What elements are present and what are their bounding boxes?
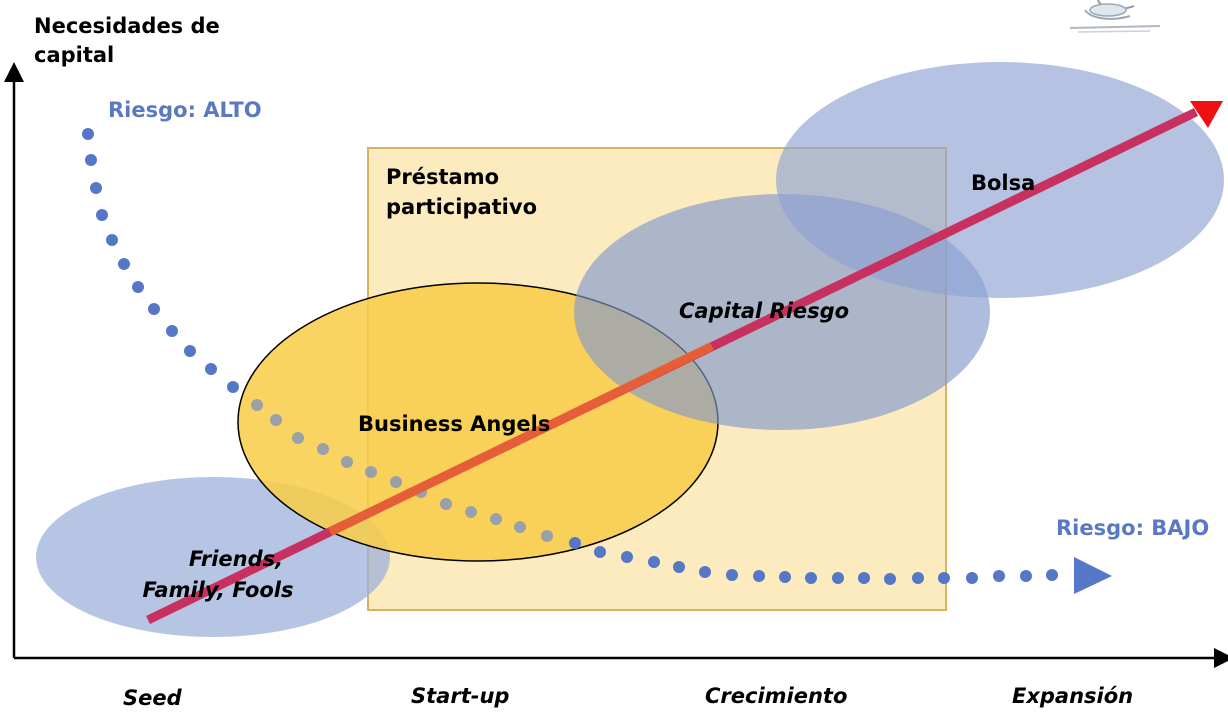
risk-curve-dot: [317, 443, 329, 455]
risk-curve-dot: [90, 182, 102, 194]
risk-curve-dot: [594, 546, 606, 558]
risk-curve-dot: [805, 572, 817, 584]
risk-curve-dot: [251, 399, 263, 411]
friends-family-fools-label: Friends, Family, Fools: [118, 544, 318, 606]
friends-label-line-2: Family, Fools: [142, 578, 294, 602]
risk-curve-dot: [673, 561, 685, 573]
risk-curve-dot: [753, 570, 765, 582]
prestamo-label-line-2: participativo: [386, 195, 537, 219]
risk-curve-dot: [292, 432, 304, 444]
risk-curve-dot: [1020, 570, 1032, 582]
stage-start-up: Start-up: [411, 684, 510, 708]
risk-curve-dot: [465, 506, 477, 518]
risk-curve-dot: [912, 572, 924, 584]
prestamo-label-line-1: Préstamo: [386, 165, 500, 189]
risk-high-label: Riesgo: ALTO: [108, 98, 262, 122]
stage-seed: Seed: [123, 686, 182, 710]
risk-curve-dot: [270, 414, 282, 426]
bolsa-label: Bolsa: [971, 171, 1036, 195]
growth-arrowhead-icon: [1190, 101, 1223, 128]
risk-curve-dot: [132, 281, 144, 293]
risk-curve-dot: [514, 521, 526, 533]
risk-curve-dot: [966, 572, 978, 584]
risk-curve-dot: [166, 325, 178, 337]
risk-curve-dot: [490, 513, 502, 525]
risk-curve-dot: [365, 466, 377, 478]
risk-curve-dot: [993, 570, 1005, 582]
risk-curve-dot: [1046, 569, 1058, 581]
risk-curve-dot: [779, 571, 791, 583]
risk-curve-dot: [440, 498, 452, 510]
risk-curve-dot: [648, 556, 660, 568]
capital-riesgo-label: Capital Riesgo: [679, 299, 850, 323]
business-angels-label: Business Angels: [358, 412, 551, 436]
risk-curve-dot: [184, 345, 196, 357]
y-axis-label-line-2: capital: [34, 43, 115, 67]
risk-curve-dot: [85, 154, 97, 166]
risk-curve-dot: [699, 566, 711, 578]
risk-low-label: Riesgo: BAJO: [1056, 516, 1210, 540]
y-axis-label-line-1: Necesidades de: [34, 14, 220, 38]
risk-curve-dot: [341, 456, 353, 468]
risk-curve-arrowhead-icon: [1074, 557, 1112, 594]
friends-label-line-1: Friends,: [188, 547, 284, 571]
risk-curve-dot: [884, 573, 896, 585]
bolsa-ellipse: [776, 62, 1224, 298]
risk-curve-dot: [205, 363, 217, 375]
risk-curve-dot: [390, 476, 402, 488]
risk-curve-dot: [858, 572, 870, 584]
risk-curve-dot: [106, 234, 118, 246]
risk-curve-dot: [96, 209, 108, 221]
risk-curve-dot: [227, 381, 239, 393]
stage-crecimiento: Crecimiento: [705, 684, 848, 708]
cartoon-figure-icon: [1069, 0, 1161, 33]
risk-curve-dot: [621, 551, 633, 563]
risk-curve-dot: [832, 572, 844, 584]
stage-expansion: Expansión: [1012, 684, 1134, 708]
risk-curve-dot: [118, 258, 130, 270]
risk-curve-dot: [541, 530, 553, 542]
y-axis-label: Necesidades de capital: [34, 12, 220, 70]
risk-curve-dot: [148, 303, 160, 315]
prestamo-participativo-label: Préstamo participativo: [386, 162, 537, 222]
risk-curve-dot: [726, 569, 738, 581]
risk-curve-dot: [569, 537, 581, 549]
growth-arrow-highlight: [328, 341, 714, 537]
risk-curve-dot: [82, 128, 94, 140]
risk-curve-dot: [938, 572, 950, 584]
